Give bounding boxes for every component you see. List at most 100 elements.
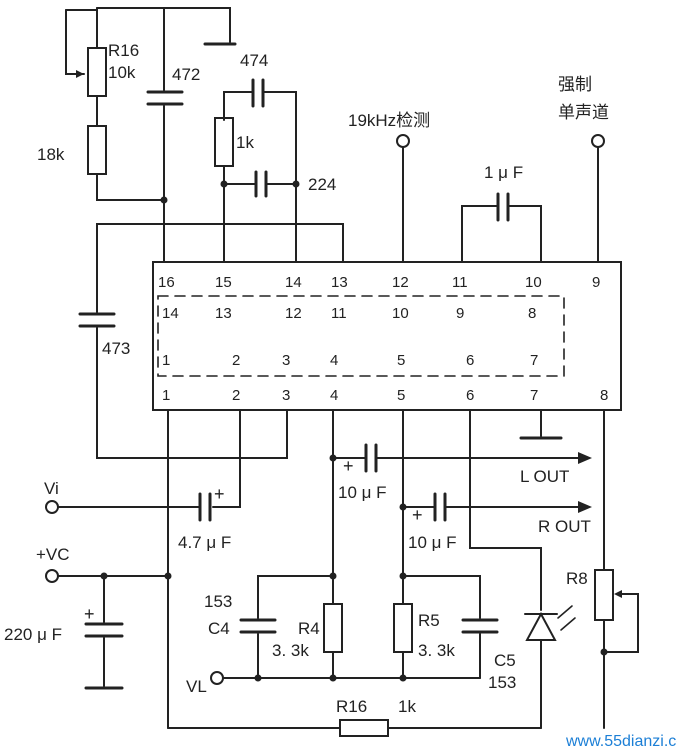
pin-label: 13 [331,274,348,291]
label-c4: C4 [208,619,230,638]
junction-dot [220,180,228,188]
label-c474: 474 [240,51,268,70]
pin-label: 4 [330,387,338,404]
pin-label: 16 [158,274,175,291]
pin-label: 2 [232,387,240,404]
plus-sign: + [343,456,354,476]
label-vc: +VC [36,545,70,564]
supply-network [45,409,542,737]
pin-label: 8 [528,305,536,322]
label-r4: R4 [298,619,320,638]
pin-label: 9 [456,305,464,322]
plus-sign: + [84,604,95,624]
pin-label: 6 [466,352,474,369]
pin-label: 14 [285,274,302,291]
terminal-circle [396,134,410,148]
arrow-icon [578,452,592,464]
junction-dot [160,196,168,204]
r-out-network [399,409,592,577]
label-r1k: 1k [236,133,254,152]
label-forced-mono-1: 强制 [558,75,592,94]
pin-label: 3 [282,352,290,369]
label-vl: VL [186,677,207,696]
top-left-network [65,7,344,459]
label-r8: R8 [566,569,588,588]
label-r5: R5 [418,611,440,630]
pin-label: 12 [285,305,302,322]
pin-label: 13 [215,305,232,322]
pin-label: 11 [331,305,347,322]
potentiometer-r8 [594,569,614,621]
resistor-1k [214,117,234,167]
junction-dot [292,180,300,188]
label-r16-bottom-value: 1k [398,697,416,716]
label-c47uf: 4.7 μ F [178,533,231,552]
ic-inner-top-pins: 14 13 12 11 10 9 8 [162,305,536,322]
ic-outer-bottom-pins: 1 2 3 4 5 6 7 8 [162,387,608,404]
input-network [45,409,241,522]
inner-chip-outline [157,295,565,377]
pin-label: 10 [392,305,409,322]
cap-1uf-network [461,192,542,263]
resistor-r5 [393,603,413,653]
led-network [469,409,576,729]
pin-label: 3 [282,387,290,404]
pin-label: 7 [530,387,538,404]
junction-dot [164,572,172,580]
label-r16-top: R16 [108,41,139,60]
ic-chip [152,261,622,411]
component-labels: R16 10k 472 474 18k 1k 224 473 19kHz检测 强… [4,41,609,716]
label-c5-value: 153 [488,673,516,692]
r8-network [594,409,639,729]
label-c10uf-l: 10 μ F [338,483,387,502]
pin-label: 5 [397,352,405,369]
load-network [210,572,499,685]
label-lout: L OUT [520,467,569,486]
resistor-18k [87,125,107,175]
pin-label: 4 [330,352,338,369]
ic-outer-top-pins: 16 15 14 13 12 11 10 9 [158,274,600,291]
forced-mono-terminal [591,134,605,263]
pin-label: 11 [452,274,468,291]
label-r4-value: 3. 3k [272,641,309,660]
label-r18k: 18k [37,145,65,164]
pin-label: 9 [592,274,600,291]
junction-dot [329,674,337,682]
label-c472: 472 [172,65,200,84]
label-c5: C5 [494,651,516,670]
label-c4-value: 153 [204,592,232,611]
label-forced-mono-2: 单声道 [558,103,609,122]
pin-label: 1 [162,387,170,404]
label-r16-top-value: 10k [108,63,136,82]
resistor-r16-1k [339,719,389,737]
label-c10uf-r: 10 μ F [408,533,457,552]
potentiometer-r16 [87,47,107,97]
pin-label: 8 [600,387,608,404]
label-c224: 224 [308,175,336,194]
filter-network [160,78,300,263]
plus-sign: + [214,484,225,504]
pin-label: 14 [162,305,179,322]
junction-dot [399,674,407,682]
label-rout: R OUT [538,517,591,536]
pin-label: 7 [530,352,538,369]
label-detect: 19kHz检测 [348,111,430,130]
plus-sign: + [412,505,423,525]
resistor-r4 [323,603,343,653]
pin-label: 1 [162,352,170,369]
label-c220: 220 μ F [4,625,62,644]
junction-dot [254,674,262,682]
label-vi: Vi [44,479,59,498]
pin-label: 6 [466,387,474,404]
l-out-network [329,409,592,577]
terminal-circle [591,134,605,148]
vc-terminal [45,569,59,583]
label-c1uf: 1 μ F [484,163,523,182]
pin-label: 15 [215,274,232,291]
vl-terminal [210,671,224,685]
watermark: www.55dianzi.com [565,733,677,750]
label-c473: 473 [102,339,130,358]
led-icon [525,611,557,641]
pin-label: 10 [525,274,542,291]
